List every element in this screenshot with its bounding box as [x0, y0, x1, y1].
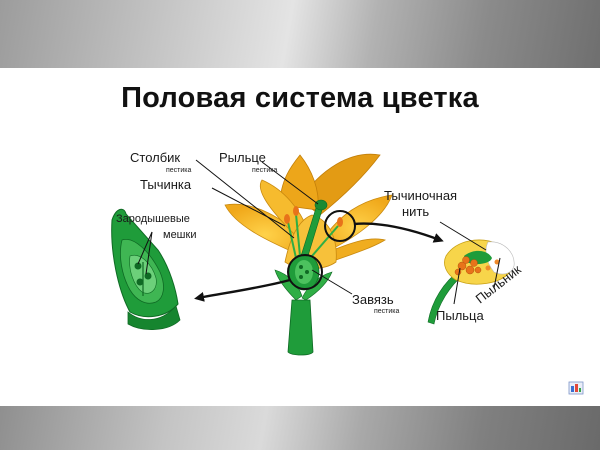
- presentation-logo-icon: [568, 381, 584, 395]
- pollen-grain-6: [474, 266, 482, 274]
- label-tychinochnaya-1: Тычиночная: [384, 188, 457, 203]
- label-stolbik: Столбик: [130, 150, 180, 165]
- leader-zarodysh-1: [137, 231, 153, 265]
- petal-right-lower: [327, 238, 387, 263]
- leader-zarodysh-2: [145, 231, 153, 275]
- leader-pylca: [453, 267, 461, 305]
- ovule-1: [299, 265, 303, 269]
- pollen-grain-8: [494, 259, 500, 265]
- petal-right: [321, 194, 393, 251]
- leader-pylnik: [493, 257, 501, 289]
- pollen-grain-4: [470, 259, 478, 267]
- stamen-anther-right: [337, 217, 343, 227]
- embryo-sac-2: [144, 272, 152, 280]
- arrow-to-stamen-detail: [353, 222, 444, 243]
- leader-stolbik: [195, 159, 295, 239]
- stamen-anther-mid: [293, 206, 299, 216]
- leader-rylce: [261, 161, 319, 205]
- label-zarodysh-1: Зародышевые: [116, 213, 190, 225]
- leader-tychinka: [211, 187, 286, 227]
- pollen-grain-2: [465, 265, 475, 275]
- top-decorative-band: [0, 0, 600, 68]
- stamen-anther-left: [284, 214, 290, 224]
- slide-title: Половая система цветка: [121, 82, 479, 114]
- pollen-grain-7: [485, 265, 491, 271]
- embryo-sac-3: [136, 278, 144, 286]
- stamen-filament-left: [287, 221, 297, 259]
- pollen-grain-3: [462, 256, 470, 264]
- arrow-to-ovary-section: [194, 278, 291, 302]
- ovule-3: [299, 275, 303, 279]
- flower-stem: [287, 299, 314, 356]
- label-tychinochnaya-2: нить: [402, 204, 429, 219]
- bottom-decorative-band: [0, 406, 600, 450]
- flower-main: [224, 153, 393, 356]
- label-zavyaz: Завязь: [352, 292, 394, 307]
- leader-zavyaz: [311, 269, 353, 295]
- leader-tychinochnaya: [439, 221, 487, 251]
- focus-circle-ovary: [287, 254, 323, 290]
- ovary-section: [111, 208, 181, 330]
- label-rylce: Рыльце: [219, 150, 266, 165]
- pistil-stigma: [314, 199, 328, 211]
- label-rylce-sub: пестика: [252, 167, 278, 174]
- label-zavyaz-sub: пестика: [374, 308, 400, 315]
- sepal-left: [274, 269, 303, 301]
- stamen-filament-right: [311, 225, 339, 257]
- stamen-detail: [427, 239, 515, 325]
- label-tychinka: Тычинка: [140, 177, 192, 192]
- sepal-right: [301, 271, 333, 301]
- label-pylca: Пыльца: [436, 308, 484, 323]
- petal-back-top: [279, 154, 319, 211]
- focus-circle-stamen: [324, 210, 356, 242]
- embryo-sac-1: [134, 262, 142, 270]
- stamen-filament-mid: [295, 213, 301, 257]
- label-stolbik-sub: пестика: [166, 167, 192, 174]
- ovary-inner: [295, 260, 313, 284]
- ovary-section-base: [127, 305, 181, 330]
- label-zarodysh-2: мешки: [163, 229, 196, 241]
- ovule-2: [305, 270, 309, 274]
